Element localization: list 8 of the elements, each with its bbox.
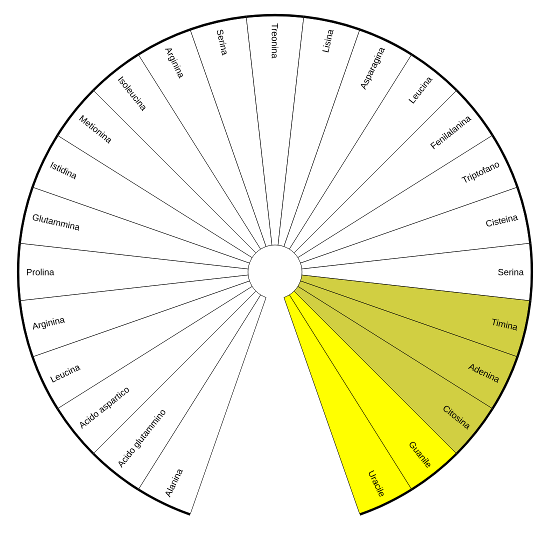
wheel-sector: Timina [300, 274, 532, 358]
wheel-sector: Lisina [278, 16, 360, 247]
wheel-sector: Serina [302, 243, 534, 301]
wheel-sector: Prolina [16, 243, 248, 301]
wheel-sector: Arginina [18, 274, 250, 358]
wheel-sector: Serina [190, 16, 272, 247]
wheel-sector: Treonina [246, 14, 304, 246]
wheel-sector: Cisteina [300, 186, 532, 270]
